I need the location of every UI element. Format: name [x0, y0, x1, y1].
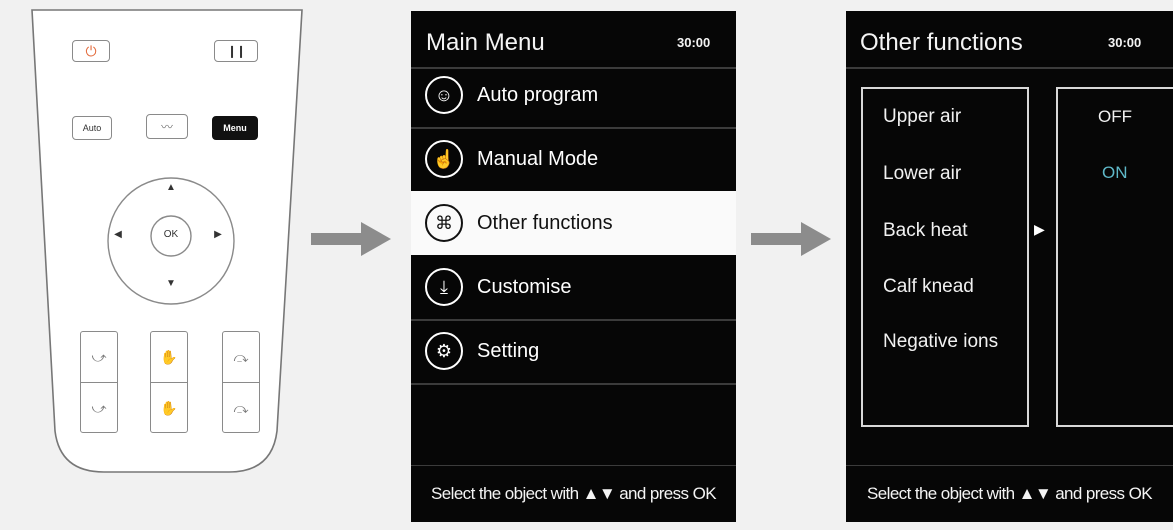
- timer: 30:00: [1108, 35, 1142, 50]
- menu-item-label: Manual Mode: [477, 147, 599, 170]
- download-icon: ⤓: [425, 268, 463, 306]
- recline-button[interactable]: 〰: [146, 114, 188, 139]
- massage-icon: ⤻: [91, 399, 107, 416]
- option-lower-air[interactable]: Lower air: [883, 163, 962, 184]
- leg-icon: ⤼: [233, 399, 249, 416]
- leg-icon: ⤼: [223, 332, 259, 383]
- ok-button[interactable]: OK: [163, 229, 179, 240]
- gear-icon: ⚙: [425, 332, 463, 370]
- main-menu-screen: Main Menu 30:00 ☺ Auto program ☝ Manual …: [411, 11, 736, 522]
- divider: [411, 319, 736, 321]
- power-icon: ⏻: [85, 42, 97, 59]
- body-icon: ☺: [425, 76, 463, 114]
- footer-hint: Select the object with ▲▼ and press OK: [846, 465, 1173, 522]
- timer: 30:00: [677, 35, 711, 50]
- pause-button[interactable]: ❙❙: [214, 40, 258, 62]
- down-arrow-icon[interactable]: ▼: [166, 278, 176, 289]
- remote-control: ⏻ ❙❙ Auto 〰 Menu OK ▲ ▼ ◀ ▶ ⤻ ⤻ ✋ ✋ ⤼ ⤼: [24, 6, 308, 476]
- divider: [411, 383, 736, 385]
- menu-item-customise[interactable]: ⤓ Customise: [411, 255, 736, 319]
- massage-icon: ⤻: [81, 332, 117, 383]
- power-button[interactable]: ⏻: [72, 40, 110, 62]
- option-back-heat[interactable]: Back heat: [883, 220, 968, 241]
- page-title: Other functions: [860, 29, 1023, 56]
- divider: [846, 67, 1173, 69]
- menu-item-auto-program[interactable]: ☺ Auto program: [411, 63, 736, 127]
- value-on[interactable]: ON: [1102, 163, 1128, 182]
- footer-hint: Select the object with ▲▼ and press OK: [411, 465, 736, 522]
- menu-item-label: Customise: [477, 275, 572, 298]
- value-off[interactable]: OFF: [1098, 107, 1132, 126]
- menu-item-label: Other functions: [477, 211, 613, 234]
- air-icon: ⌘: [425, 204, 463, 242]
- right-arrow-icon[interactable]: ▶: [214, 229, 222, 240]
- recline-icon: 〰: [160, 120, 173, 134]
- page-title: Main Menu: [426, 29, 545, 56]
- menu-label: Menu: [223, 123, 247, 133]
- menu-item-label: Auto program: [477, 83, 599, 106]
- auto-button[interactable]: Auto: [72, 116, 112, 140]
- touch-icon: ☝: [425, 140, 463, 178]
- mode-button-group-1[interactable]: ⤻ ⤻: [80, 331, 118, 433]
- menu-item-label: Setting: [477, 339, 540, 362]
- other-functions-screen: Other functions 30:00 Upper air Lower ai…: [846, 11, 1173, 522]
- option-calf-knead[interactable]: Calf knead: [883, 276, 974, 297]
- flow-arrow-icon: [311, 222, 391, 256]
- values-panel: [1056, 87, 1173, 427]
- flow-arrow-icon: [751, 222, 831, 256]
- mode-button-group-3[interactable]: ⤼ ⤼: [222, 331, 260, 433]
- option-negative-ions[interactable]: Negative ions: [883, 331, 999, 352]
- dpad[interactable]: [106, 176, 236, 306]
- hand-icon: ✋: [151, 332, 187, 383]
- left-arrow-icon[interactable]: ◀: [114, 229, 122, 240]
- auto-label: Auto: [82, 123, 102, 133]
- divider: [411, 67, 736, 69]
- menu-item-setting[interactable]: ⚙ Setting: [411, 319, 736, 383]
- options-panel: [861, 87, 1029, 427]
- mode-button-group-2[interactable]: ✋ ✋: [150, 331, 188, 433]
- menu-item-manual-mode[interactable]: ☝ Manual Mode: [411, 127, 736, 191]
- divider: [411, 127, 736, 129]
- option-upper-air[interactable]: Upper air: [883, 106, 962, 127]
- selection-pointer-icon: ▶: [1034, 221, 1045, 237]
- menu-item-other-functions[interactable]: ⌘ Other functions: [411, 191, 736, 255]
- hand-icon: ✋: [160, 399, 178, 416]
- menu-button[interactable]: Menu: [212, 116, 258, 140]
- pause-icon: ❙❙: [226, 44, 246, 58]
- up-arrow-icon[interactable]: ▲: [166, 182, 176, 193]
